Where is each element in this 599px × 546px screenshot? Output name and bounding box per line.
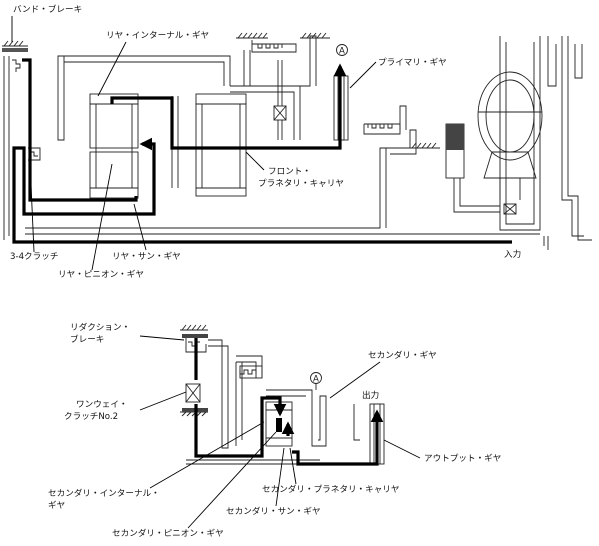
label-front-carrier-2: プラネタリ・キャリヤ	[258, 178, 344, 189]
marker-a-top: A	[336, 44, 348, 57]
bottom-power-flow-diagram: A リダクション・ ブレーキ ワンウェイ・ クラッチNo.2 セカンダリ・ギヤ …	[48, 321, 501, 539]
right-clutch-pack	[363, 123, 440, 149]
label-rear-pinion-gear: リヤ・ピニオン・ギヤ	[58, 269, 144, 280]
rear-planetary-set	[89, 93, 139, 199]
label-secondary-carrier: セカンダリ・プラネタリ・キャリヤ	[262, 483, 400, 495]
bottom-power-flow-path-3	[292, 409, 384, 466]
label-secondary-gear: セカンダリ・ギヤ	[368, 349, 437, 361]
label-reduction-brake-2: ブレーキ	[70, 333, 104, 345]
label-primary-gear: プライマリ・ギヤ	[378, 57, 447, 68]
label-secondary-internal-2: ギヤ	[48, 500, 65, 511]
label-oneway-clutch-1: ワンウェイ・	[76, 399, 128, 410]
label-output-gear: アウトプット・ギヤ	[424, 453, 501, 464]
top-oneway-clutch	[273, 60, 287, 140]
svg-text:A: A	[339, 47, 345, 57]
top-housing-lines	[25, 35, 592, 250]
band-brake	[2, 40, 28, 240]
label-secondary-sun-gear: セカンダリ・サン・ギヤ	[226, 505, 321, 517]
front-planetary-set	[195, 93, 247, 197]
reduction-brake	[180, 324, 208, 353]
top-ground-brake	[236, 32, 330, 53]
label-band-brake: バンド・ブレーキ	[13, 3, 82, 15]
label-reduction-brake-1: リダクション・	[70, 321, 130, 333]
clutch-3-4	[28, 147, 41, 161]
bottom-power-flow-path	[194, 338, 280, 458]
oneway-clutch-no2	[180, 383, 208, 417]
svg-text:A: A	[313, 375, 319, 385]
label-output: 出力	[362, 389, 379, 401]
marker-a-bottom: A	[310, 372, 322, 390]
label-clutch-3-4: 3-4クラッチ	[10, 251, 58, 262]
label-rear-internal-gear: リヤ・インターナル・ギヤ	[106, 30, 209, 41]
oil-pump	[445, 123, 500, 213]
torque-converter	[477, 71, 543, 215]
label-oneway-clutch-2: クラッチNo.2	[64, 411, 118, 422]
top-power-flow-path	[12, 137, 512, 244]
top-power-flow-path-2	[22, 60, 340, 202]
label-rear-sun-gear: リヤ・サン・ギヤ	[112, 251, 181, 262]
label-secondary-pinion-gear: セカンダリ・ピニオン・ギヤ	[112, 527, 224, 539]
label-front-carrier-1: フロント・	[268, 167, 311, 177]
label-input: 入力	[504, 248, 521, 260]
label-secondary-internal-1: セカンダリ・インターナル・	[48, 487, 160, 499]
top-power-flow-diagram: A バンド・ブレーキ リヤ・インターナル・ギヤ プライマリ・ギヤ フロント・ プ…	[2, 3, 592, 280]
